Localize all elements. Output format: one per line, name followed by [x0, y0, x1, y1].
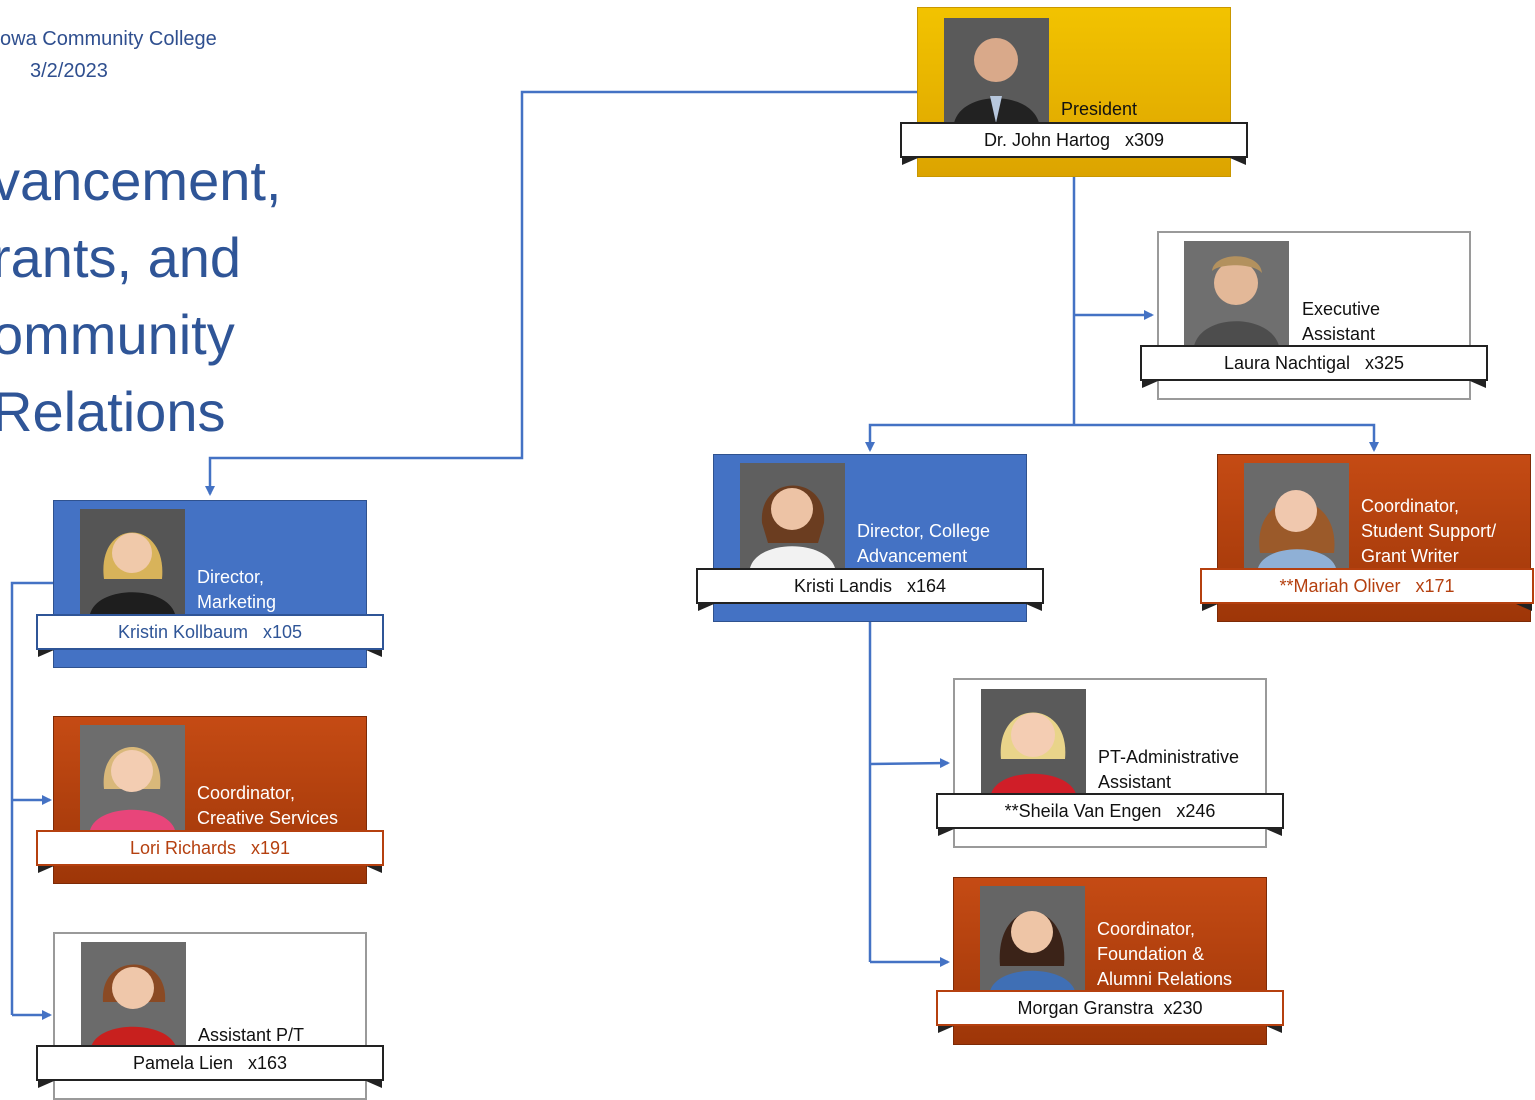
role-dir-marketing-1: Director,: [197, 567, 265, 587]
role-coord-student-support-2: Student Support/: [1361, 521, 1497, 541]
title-line-1: vancement,: [0, 149, 282, 212]
title-line-2: rants, and: [0, 226, 242, 289]
college-name: owa Community College: [0, 28, 217, 50]
title-line-3: ommunity: [0, 303, 235, 366]
chart-date: 3/2/2023: [30, 60, 108, 82]
role-coord-creative-1: Coordinator,: [197, 783, 296, 803]
photo-coord-creative: [80, 725, 185, 830]
role-exec-assistant-1: Executive: [1302, 299, 1381, 319]
photo-pt-admin-assistant: [981, 689, 1086, 794]
role-coord-foundation-1: Coordinator,: [1097, 919, 1196, 939]
connector-marketing-trunk: [10, 581, 54, 1015]
name-coord-creative: Lori Richards x191: [36, 830, 384, 866]
connector-to-advancement: [865, 423, 1074, 452]
photo-coord-foundation: [980, 886, 1085, 991]
name-dir-advancement: Kristi Landis x164: [696, 568, 1044, 604]
role-coord-student-support-1: Coordinator,: [1361, 496, 1460, 516]
role-dir-marketing-2: Marketing: [197, 592, 277, 612]
name-pt-admin-assistant: **Sheila Van Engen x246: [936, 793, 1284, 829]
title-line-4: Relations: [0, 380, 226, 443]
connector-to-student-support: [1074, 423, 1379, 452]
role-exec-assistant-2: Assistant: [1302, 324, 1376, 344]
role-president: President: [1061, 99, 1138, 119]
photo-dir-marketing: [80, 509, 185, 614]
name-coord-student-support: **Mariah Oliver x171: [1200, 568, 1534, 604]
name-coord-foundation: Morgan Granstra x230: [936, 990, 1284, 1026]
role-coord-student-support-3: Grant Writer: [1361, 546, 1459, 566]
photo-dir-advancement: [740, 463, 845, 568]
role-dir-advancement-2: Advancement: [857, 546, 968, 566]
role-coord-foundation-2: Foundation &: [1097, 944, 1205, 964]
page-title: vancement, rants, and ommunity Relations: [0, 142, 282, 450]
connector-president-to-marketing: [205, 90, 918, 496]
role-pt-admin-assistant-2: Assistant: [1098, 772, 1172, 792]
photo-assistant-pt: [81, 942, 186, 1047]
name-exec-assistant: Laura Nachtigal x325: [1140, 345, 1488, 381]
role-dir-advancement-1: Director, College: [857, 521, 991, 541]
role-coord-creative-2: Creative Services: [197, 808, 339, 828]
name-assistant-pt: Pamela Lien x163: [36, 1045, 384, 1081]
role-coord-foundation-3: Alumni Relations: [1097, 969, 1233, 989]
role-pt-admin-assistant-1: PT-Administrative: [1098, 747, 1240, 767]
name-president: Dr. John Hartog x309: [900, 122, 1248, 158]
photo-president: [944, 18, 1049, 123]
photo-coord-student-support: [1244, 463, 1349, 568]
role-assistant-pt: Assistant P/T: [198, 1025, 305, 1045]
connector-to-pt-admin: [869, 758, 950, 769]
photo-exec-assistant: [1184, 241, 1289, 346]
name-dir-marketing: Kristin Kollbaum x105: [36, 614, 384, 650]
